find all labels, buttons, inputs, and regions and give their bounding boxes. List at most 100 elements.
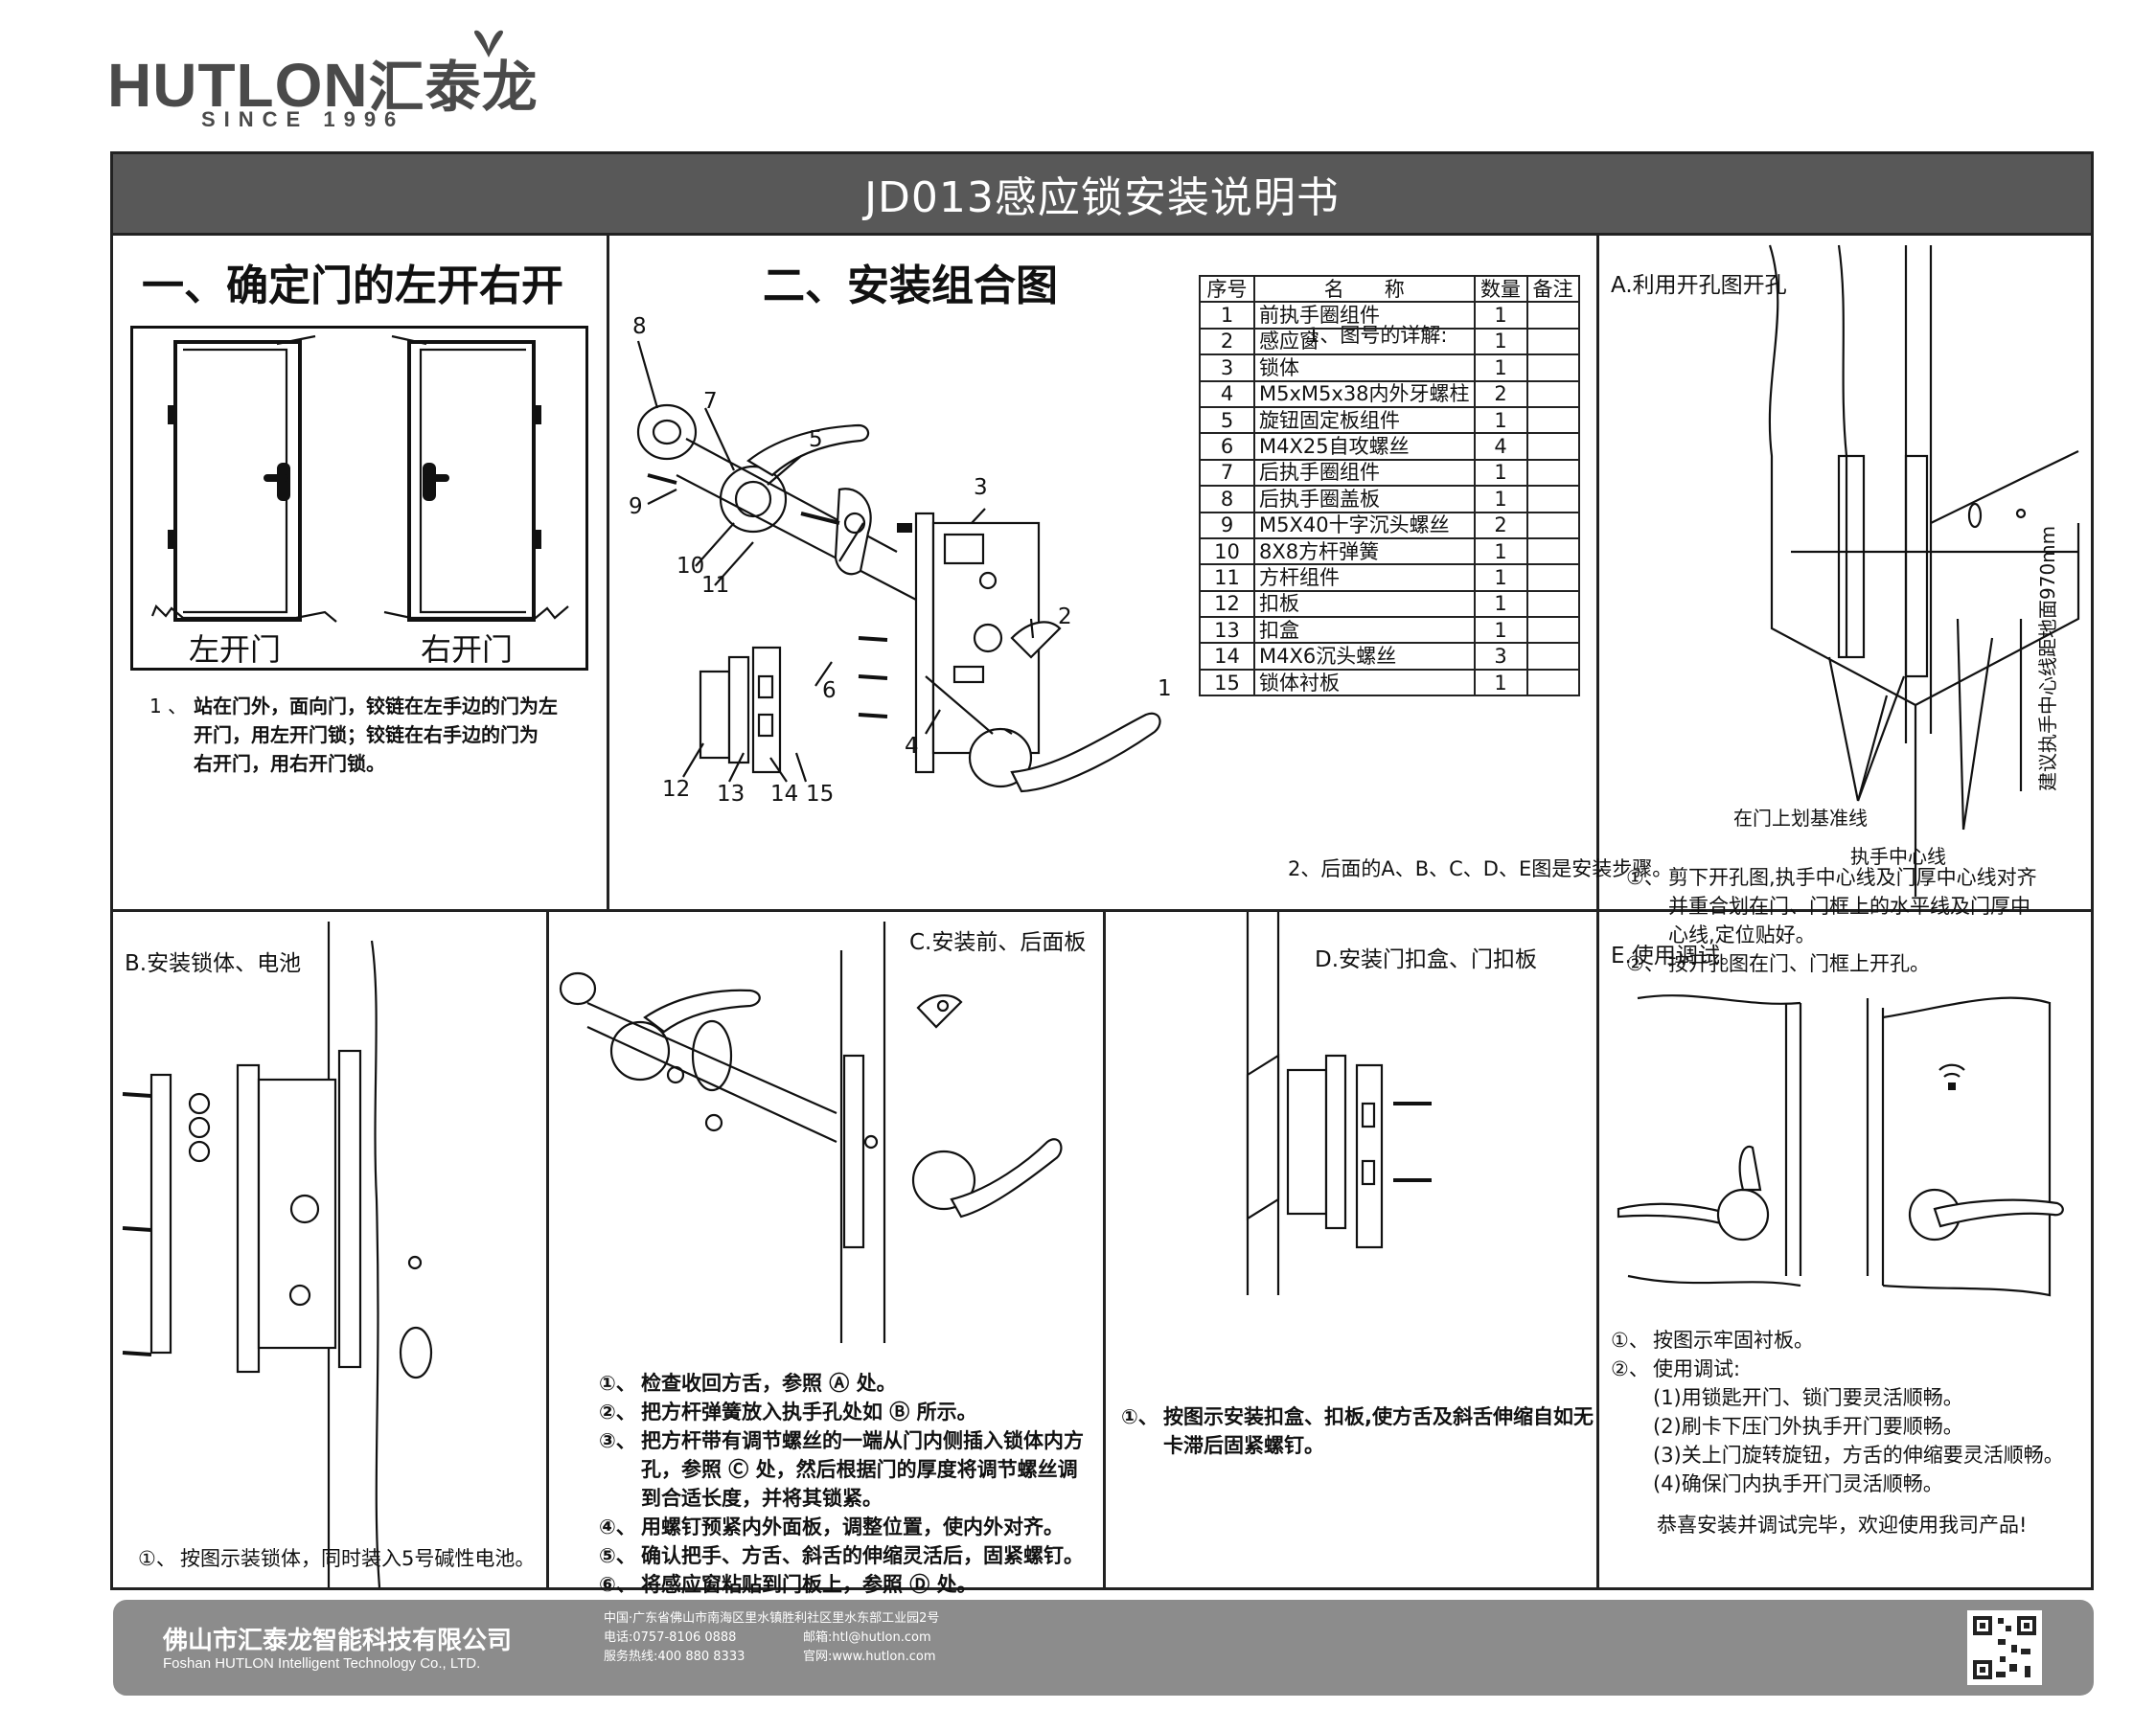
part-note (1525, 563, 1580, 592)
callout: 14 (770, 782, 799, 807)
step-text: 卡滞后固紧螺钉。 (1163, 1434, 1324, 1457)
step-marker: ①、 (599, 1372, 636, 1395)
step-marker: ③、 (599, 1429, 636, 1452)
callout: 3 (974, 475, 988, 500)
step-text: 按图示牢固衬板。 (1653, 1329, 1814, 1352)
part-quantity: 1 (1473, 485, 1528, 513)
part-name: M5xM5x38内外牙螺柱 (1253, 379, 1476, 408)
part-number: 13 (1199, 616, 1255, 645)
section-b-lock-body: B.安装锁体、电池 ①、按图示装锁体，同时装入5号碱性电池。 (113, 912, 546, 1588)
part-quantity: 2 (1473, 511, 1528, 539)
part-note (1525, 642, 1580, 671)
step-text: 到合适长度，并将其锁紧。 (641, 1487, 883, 1510)
steps-b: ①、按图示装锁体，同时装入5号碱性电池。 (138, 1544, 535, 1573)
step-text: 按图示装锁体，同时装入5号碱性电池。 (180, 1547, 536, 1570)
part-number: 15 (1199, 668, 1255, 697)
strike-install-diagram (1246, 912, 1432, 1295)
part-number: 11 (1199, 563, 1255, 592)
part-note (1525, 353, 1580, 382)
section-e-testing: E.使用调试。 ①、按图示牢固衬板。 ②、使用调试:(1)用锁匙开门、锁门要灵活顺… (1599, 912, 2094, 1587)
step-line: ①、剪下开孔图,执手中心线及门厚中心线对齐 (1626, 863, 2037, 892)
part-note (1525, 458, 1580, 488)
company-website: 官网:www.hutlon.com (803, 1650, 936, 1664)
left-door-label: 左开门 (189, 631, 282, 668)
step-line: ②、使用调试: (1611, 1355, 2064, 1383)
steps-d: ①、按图示安装扣盒、扣板,使方舌及斜舌伸缩自如无卡滞后固紧螺钉。 (1121, 1402, 1594, 1460)
section-title: E.使用调试。 (1611, 944, 1742, 968)
testing-diagram (1617, 994, 2064, 1297)
step-marker: ①、 (1626, 866, 1664, 889)
section-heading: 二、安装组合图 (763, 262, 1058, 310)
company-phone: 电话:0757-8106 0888 (604, 1630, 737, 1645)
step-text: 使用调试: (1653, 1357, 1741, 1380)
header-name: 名 称 (1253, 274, 1476, 304)
section-door-direction: 一、确定门的左开右开 (113, 236, 607, 909)
step-marker: ①、 (138, 1547, 176, 1570)
step-text: (4)确保门内执手开门灵活顺畅。 (1653, 1472, 1943, 1495)
step-line: (2)刷卡下压门外执手开门要顺畅。 (1611, 1412, 2064, 1441)
step-text: 心线,定位贴好。 (1668, 923, 1816, 946)
step-text: 检查收回方舌，参照 Ⓐ 处。 (641, 1372, 897, 1395)
part-number: 10 (1199, 536, 1255, 566)
note-number: 1 、 (149, 695, 188, 718)
part-name: 前执手圈组件 (1253, 301, 1476, 330)
qr-code-icon (1967, 1610, 2042, 1685)
steps-e: ①、按图示牢固衬板。 ②、使用调试:(1)用锁匙开门、锁门要灵活顺畅。(2)刷卡下… (1611, 1326, 2064, 1498)
baseline-label: 在门上划基准线 (1733, 807, 1868, 830)
section-c-panels: C.安装前、后面板 ①、检查收回方舌，参照 Ⓐ 处。②、把方杆弹簧放入执手孔处如… (549, 912, 1103, 1596)
part-note (1525, 405, 1580, 435)
company-name-cn: 佛山市汇泰龙智能科技有限公司 (163, 1627, 513, 1655)
part-quantity: 4 (1473, 432, 1528, 461)
steps-c: ①、检查收回方舌，参照 Ⓐ 处。②、把方杆弹簧放入执手孔处如 Ⓑ 所示。③、把方… (599, 1369, 1084, 1599)
right-door-label: 右开门 (421, 631, 514, 668)
callout: 1 (1158, 676, 1172, 701)
exploded-view-diagram (636, 340, 1161, 793)
part-quantity: 1 (1473, 616, 1528, 645)
part-name: M5X40十字沉头螺丝 (1253, 511, 1476, 539)
part-name: 锁体 (1253, 353, 1476, 382)
step-line: 并重合划在门、门框上的水平线及门厚中 (1626, 892, 2037, 921)
step-text: 按开孔图在门、门框上开孔。 (1668, 952, 1930, 975)
step-text: (3)关上门旋转旋钮，方舌的伸缩要灵活顺畅。 (1653, 1444, 2064, 1467)
section-heading: 一、确定门的左开右开 (142, 262, 563, 310)
step-text: 按图示安装扣盒、扣板,使方舌及斜舌伸缩自如无 (1163, 1405, 1594, 1428)
part-note (1525, 432, 1580, 461)
step-line: (4)确保门内执手开门灵活顺畅。 (1611, 1470, 2064, 1498)
callout: 4 (905, 734, 919, 759)
step-line: ④、用螺钉预紧内外面板，调整位置，使内外对齐。 (599, 1513, 1084, 1541)
part-number: 7 (1199, 458, 1255, 488)
part-name: 扣盒 (1253, 616, 1476, 645)
part-number: 8 (1199, 485, 1255, 513)
door-diagram-box: 左开门 右开门 (130, 326, 588, 671)
part-number: 5 (1199, 405, 1255, 435)
step-marker: ①、 (1611, 1329, 1649, 1352)
step-line: ①、按图示装锁体，同时装入5号碱性电池。 (138, 1544, 535, 1573)
callout: 5 (809, 427, 823, 452)
part-quantity: 1 (1473, 589, 1528, 619)
section-title: A.利用开孔图开孔 (1611, 273, 1787, 298)
callout: 8 (632, 314, 647, 339)
page-title: JD013感应锁安装说明书 (864, 173, 1340, 222)
left-door-drawing (150, 334, 337, 623)
part-number: 2 (1199, 327, 1255, 356)
steps-a: ①、剪下开孔图,执手中心线及门厚中心线对齐并重合划在门、门框上的水平线及门厚中心… (1626, 863, 2037, 978)
step-marker: ②、 (599, 1401, 636, 1424)
section-title: D.安装门扣盒、门扣板 (1315, 947, 1538, 972)
callout: 10 (677, 554, 705, 579)
divider (1596, 909, 1599, 1587)
closing-message: 恭喜安装并调试完毕，欢迎使用我司产品! (1657, 1514, 2028, 1537)
callout: 15 (806, 782, 835, 807)
step-text: 将感应窗粘贴到门板上，参照 Ⓓ 处。 (641, 1573, 977, 1596)
step-line: ①、按图示安装扣盒、扣板,使方舌及斜舌伸缩自如无 (1121, 1402, 1594, 1431)
divider (607, 233, 609, 909)
step-line: (1)用锁匙开门、锁门要灵活顺畅。 (1611, 1383, 2064, 1412)
callout: 2 (1058, 604, 1072, 629)
part-quantity: 1 (1473, 405, 1528, 435)
